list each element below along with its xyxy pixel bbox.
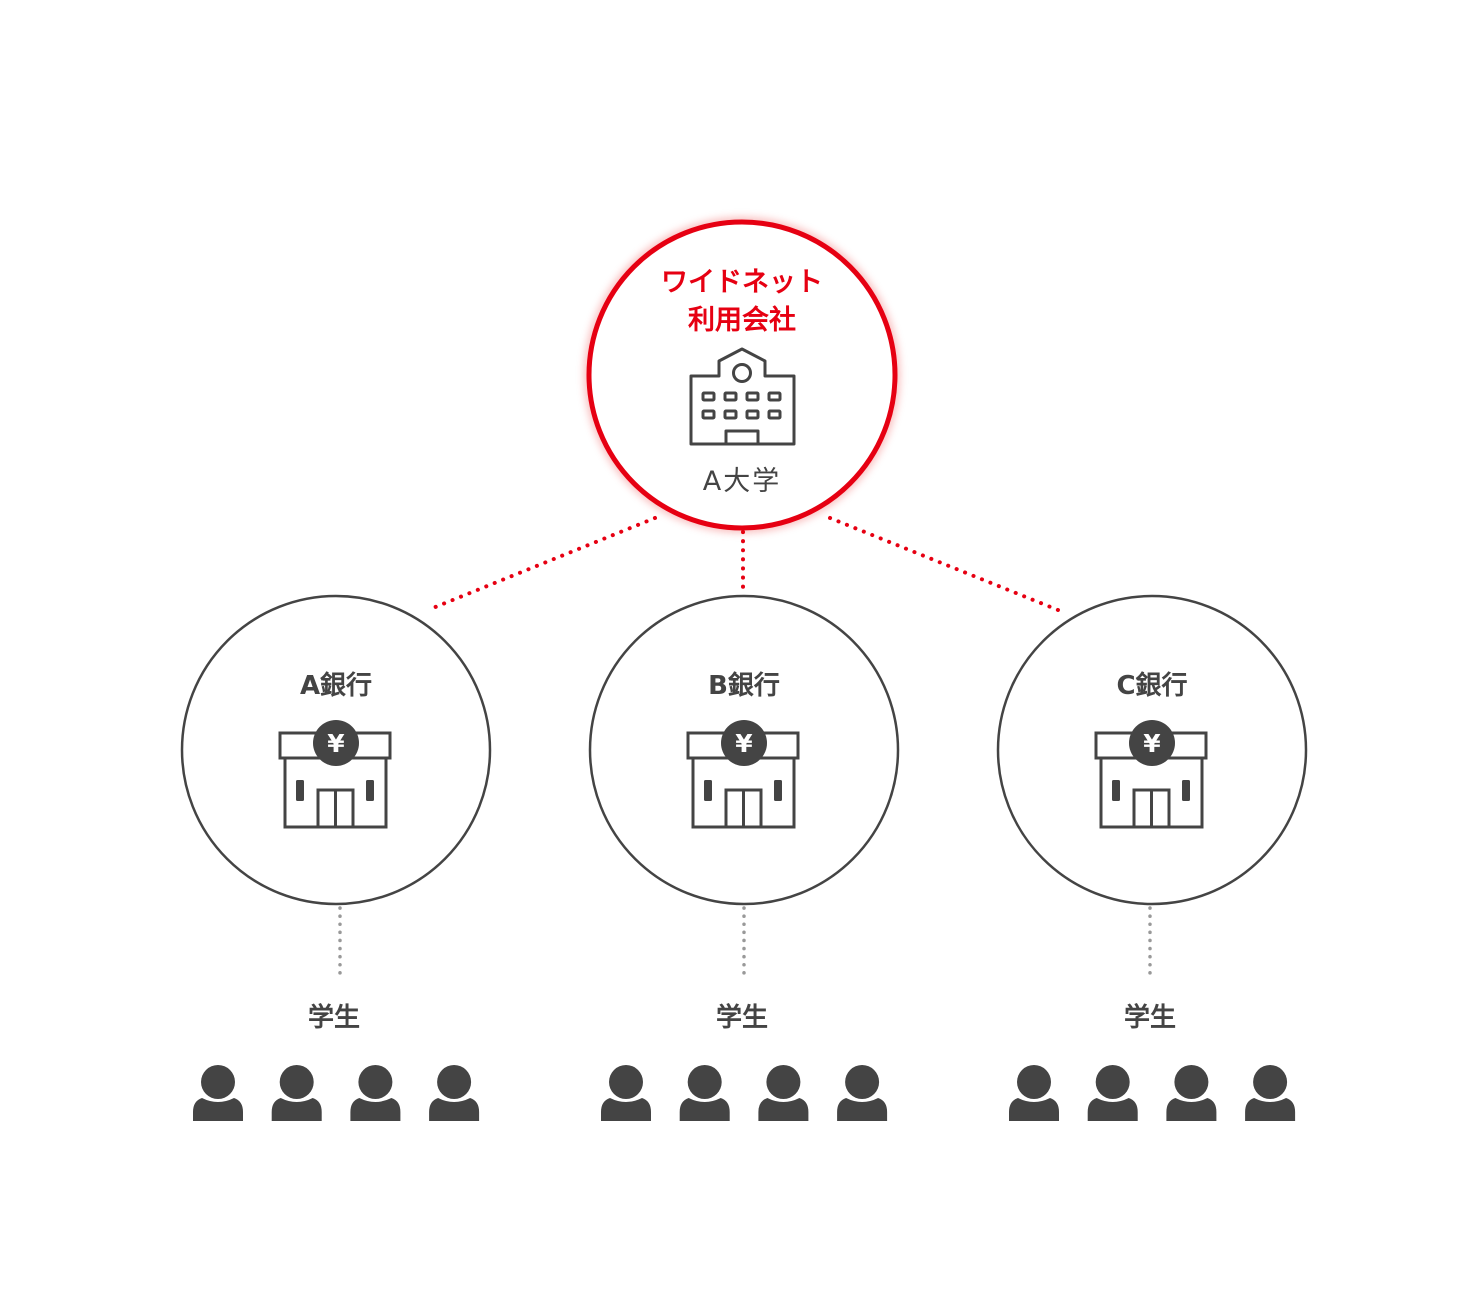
bank-name: B銀行: [708, 670, 780, 701]
person-icon: [679, 1065, 730, 1121]
yen-symbol: ¥: [327, 729, 345, 758]
yen-symbol: ¥: [735, 729, 753, 758]
connector-to-bank-a: [426, 516, 657, 612]
person-icon: [837, 1065, 888, 1121]
bank-node: A銀行 ¥ 学生: [180, 594, 492, 1121]
students-label: 学生: [308, 1002, 360, 1033]
person-icon: [1245, 1065, 1296, 1121]
bank-name: C銀行: [1116, 670, 1187, 701]
person-icon: [1087, 1065, 1138, 1121]
students-label: 学生: [716, 1002, 768, 1033]
person-icon: [193, 1065, 243, 1121]
red-connectors: [426, 516, 1060, 612]
students-group: [1009, 1065, 1296, 1121]
person-icon: [601, 1065, 651, 1121]
center-circle: [586, 219, 898, 531]
center-name: A大学: [703, 466, 781, 497]
school-building-icon: [689, 347, 796, 446]
person-icon: [1009, 1065, 1059, 1121]
person-icon: [429, 1065, 480, 1121]
bank-name: A銀行: [300, 670, 372, 701]
bank-node: C銀行 ¥ 学生: [996, 594, 1308, 1121]
students-group: [601, 1065, 888, 1121]
bank-nodes: A銀行 ¥ 学生 B銀行 ¥ 学生 C銀行 ¥ 学生: [180, 594, 1308, 1121]
bank-yen-icon: ¥: [278, 720, 392, 829]
center-title-line1: ワイドネット: [661, 267, 823, 298]
center-node: ワイドネット 利用会社 A大学: [584, 217, 900, 533]
person-icon: [1166, 1065, 1217, 1121]
person-icon: [271, 1065, 322, 1121]
yen-symbol: ¥: [1143, 729, 1161, 758]
bank-yen-icon: ¥: [686, 720, 800, 829]
students-label: 学生: [1124, 1002, 1176, 1033]
bank-yen-icon: ¥: [1094, 720, 1208, 829]
person-icon: [350, 1065, 401, 1121]
students-group: [193, 1065, 480, 1121]
bank-node: B銀行 ¥ 学生: [588, 594, 900, 1121]
center-title-line2: 利用会社: [688, 304, 796, 336]
connector-to-bank-c: [828, 516, 1060, 612]
person-icon: [758, 1065, 809, 1121]
